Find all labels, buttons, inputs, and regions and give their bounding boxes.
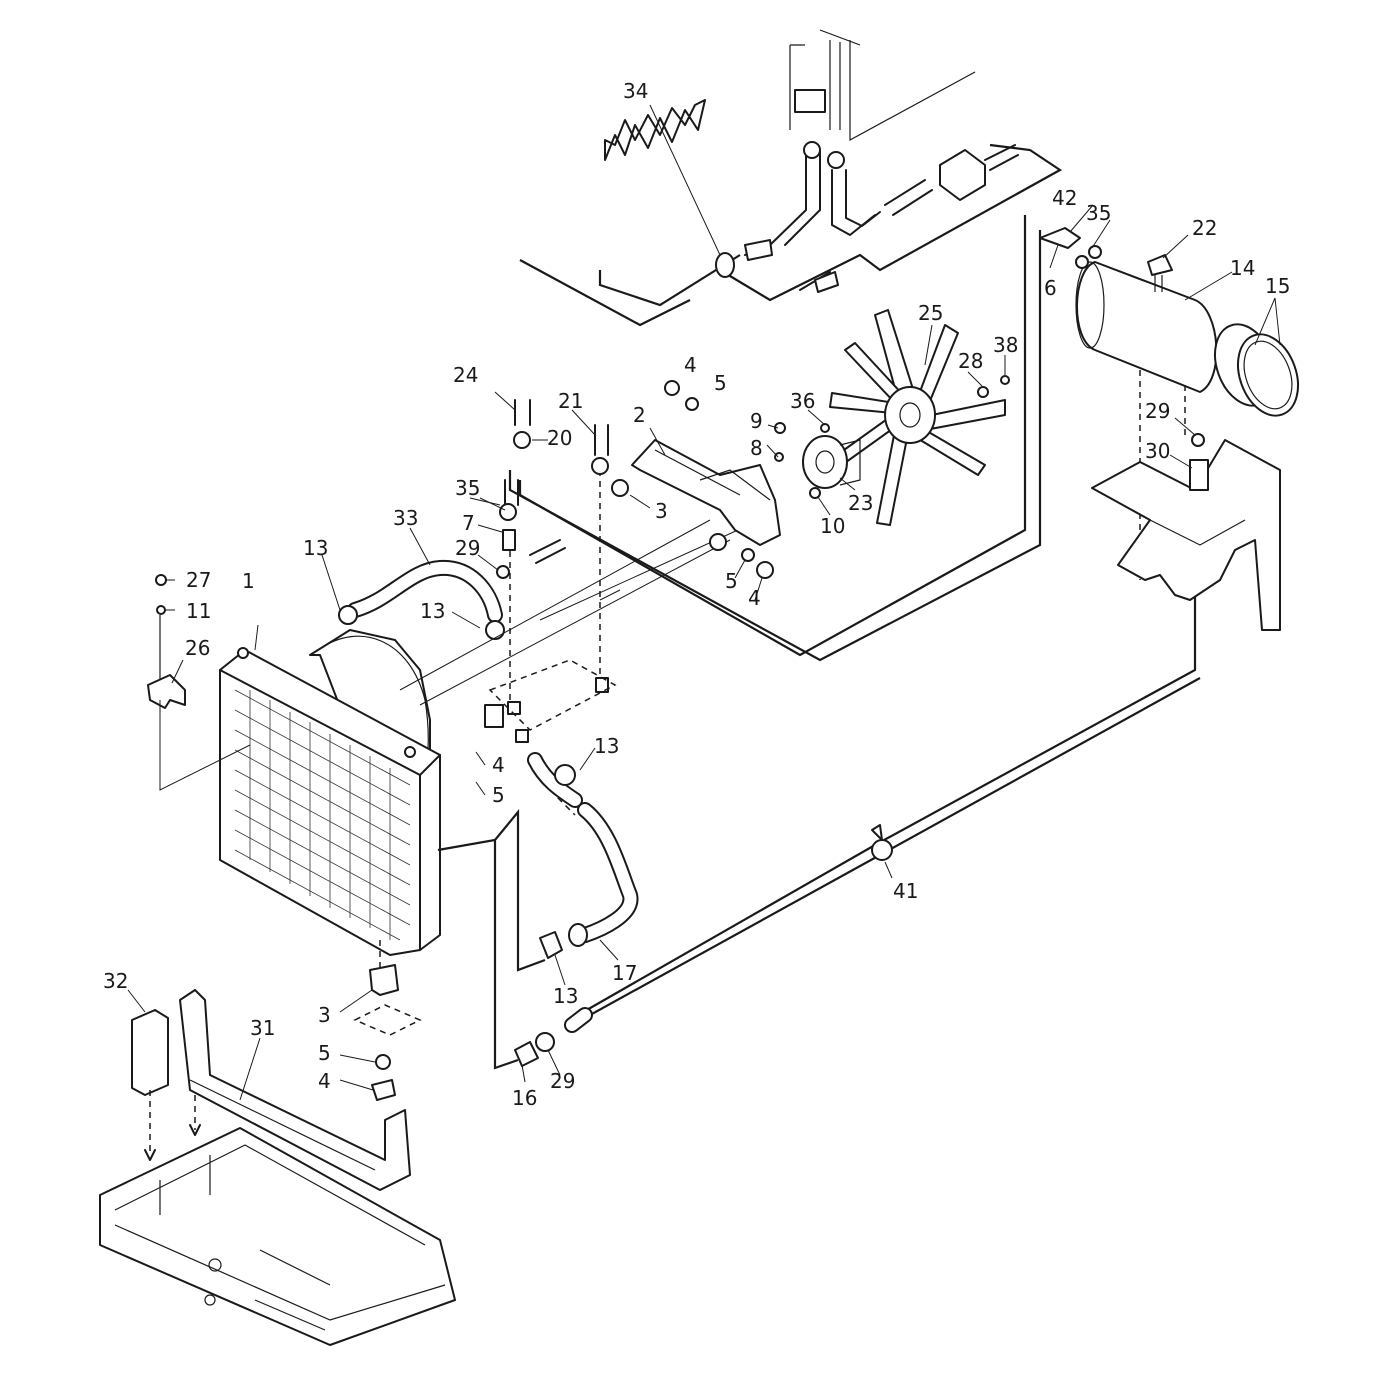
callout-25: 25 (918, 301, 943, 325)
callout-38: 38 (993, 333, 1018, 357)
callout-41: 41 (893, 879, 918, 903)
callout-17: 17 (612, 961, 637, 985)
callout-35: 35 (455, 476, 480, 500)
callout-42: 42 (1052, 186, 1077, 210)
part-41-drain-line (564, 490, 1201, 1033)
radiator (219, 629, 441, 956)
callout-6: 6 (1044, 276, 1057, 300)
callout-21: 21 (558, 389, 583, 413)
callout-5: 5 (492, 783, 505, 807)
callout-5: 5 (714, 371, 727, 395)
callout-4: 4 (748, 586, 761, 610)
callout-13: 13 (594, 734, 619, 758)
callout-9: 9 (750, 409, 763, 433)
callout-35: 35 (1086, 201, 1111, 225)
tank-mount-bracket (1091, 433, 1281, 631)
callout-31: 31 (250, 1016, 275, 1040)
part-23-fan-hub (774, 375, 1010, 499)
callout-2: 2 (633, 403, 646, 427)
mount-assembly-bottom (353, 940, 422, 1101)
callout-23: 23 (848, 491, 873, 515)
part-31-lower-support (179, 989, 411, 1191)
overflow-pipe-route (508, 215, 1042, 662)
callout-13: 13 (303, 536, 328, 560)
heater-pipe-assembly (519, 141, 1063, 327)
callout-20: 20 (547, 426, 572, 450)
part-32-pad (131, 1009, 201, 1161)
callout-26: 26 (185, 636, 210, 660)
callout-34: 34 (623, 79, 648, 103)
bottom-fittings (437, 808, 563, 1070)
front-frame-chassis (99, 1127, 456, 1346)
callout-13: 13 (553, 984, 578, 1008)
callout-7: 7 (462, 511, 475, 535)
part-26-bracket (147, 574, 251, 791)
callout-5: 5 (725, 569, 738, 593)
callout-32: 32 (103, 969, 128, 993)
callout-labels: 1 2 3 3 4 4 4 4 5 5 5 5 6 7 8 9 10 11 13… (103, 79, 1290, 1110)
callout-11: 11 (186, 599, 211, 623)
callout-29: 29 (550, 1069, 575, 1093)
callout-30: 30 (1145, 439, 1170, 463)
engine-block-outline (789, 29, 976, 142)
part-2-fan-bracket (611, 380, 781, 579)
callout-33: 33 (393, 506, 418, 530)
callout-28: 28 (958, 349, 983, 373)
callout-10: 10 (820, 514, 845, 538)
callout-24: 24 (453, 363, 478, 387)
part-15-hose-clamps (1214, 323, 1299, 417)
callout-13: 13 (420, 599, 445, 623)
callout-1: 1 (242, 569, 255, 593)
callout-3: 3 (318, 1003, 331, 1027)
callout-16: 16 (512, 1086, 537, 1110)
callout-14: 14 (1230, 256, 1255, 280)
callout-29: 29 (1145, 399, 1170, 423)
callout-leaders (127, 204, 1281, 1101)
callout-5: 5 (318, 1041, 331, 1065)
callout-4: 4 (318, 1069, 331, 1093)
radiator-core-grid (234, 689, 411, 941)
callout-22: 22 (1192, 216, 1217, 240)
callout-29: 29 (455, 536, 480, 560)
callout-4: 4 (492, 753, 505, 777)
callout-4: 4 (684, 353, 697, 377)
callout-36: 36 (790, 389, 815, 413)
callout-3: 3 (655, 499, 668, 523)
callout-27: 27 (186, 568, 211, 592)
callout-8: 8 (750, 436, 763, 460)
part-33-upper-hose (338, 559, 505, 640)
callout-15: 15 (1265, 274, 1290, 298)
part-17-lower-hose (527, 752, 639, 947)
part-34-clip-strip (604, 99, 721, 256)
center-pipe-assembly (399, 399, 761, 743)
